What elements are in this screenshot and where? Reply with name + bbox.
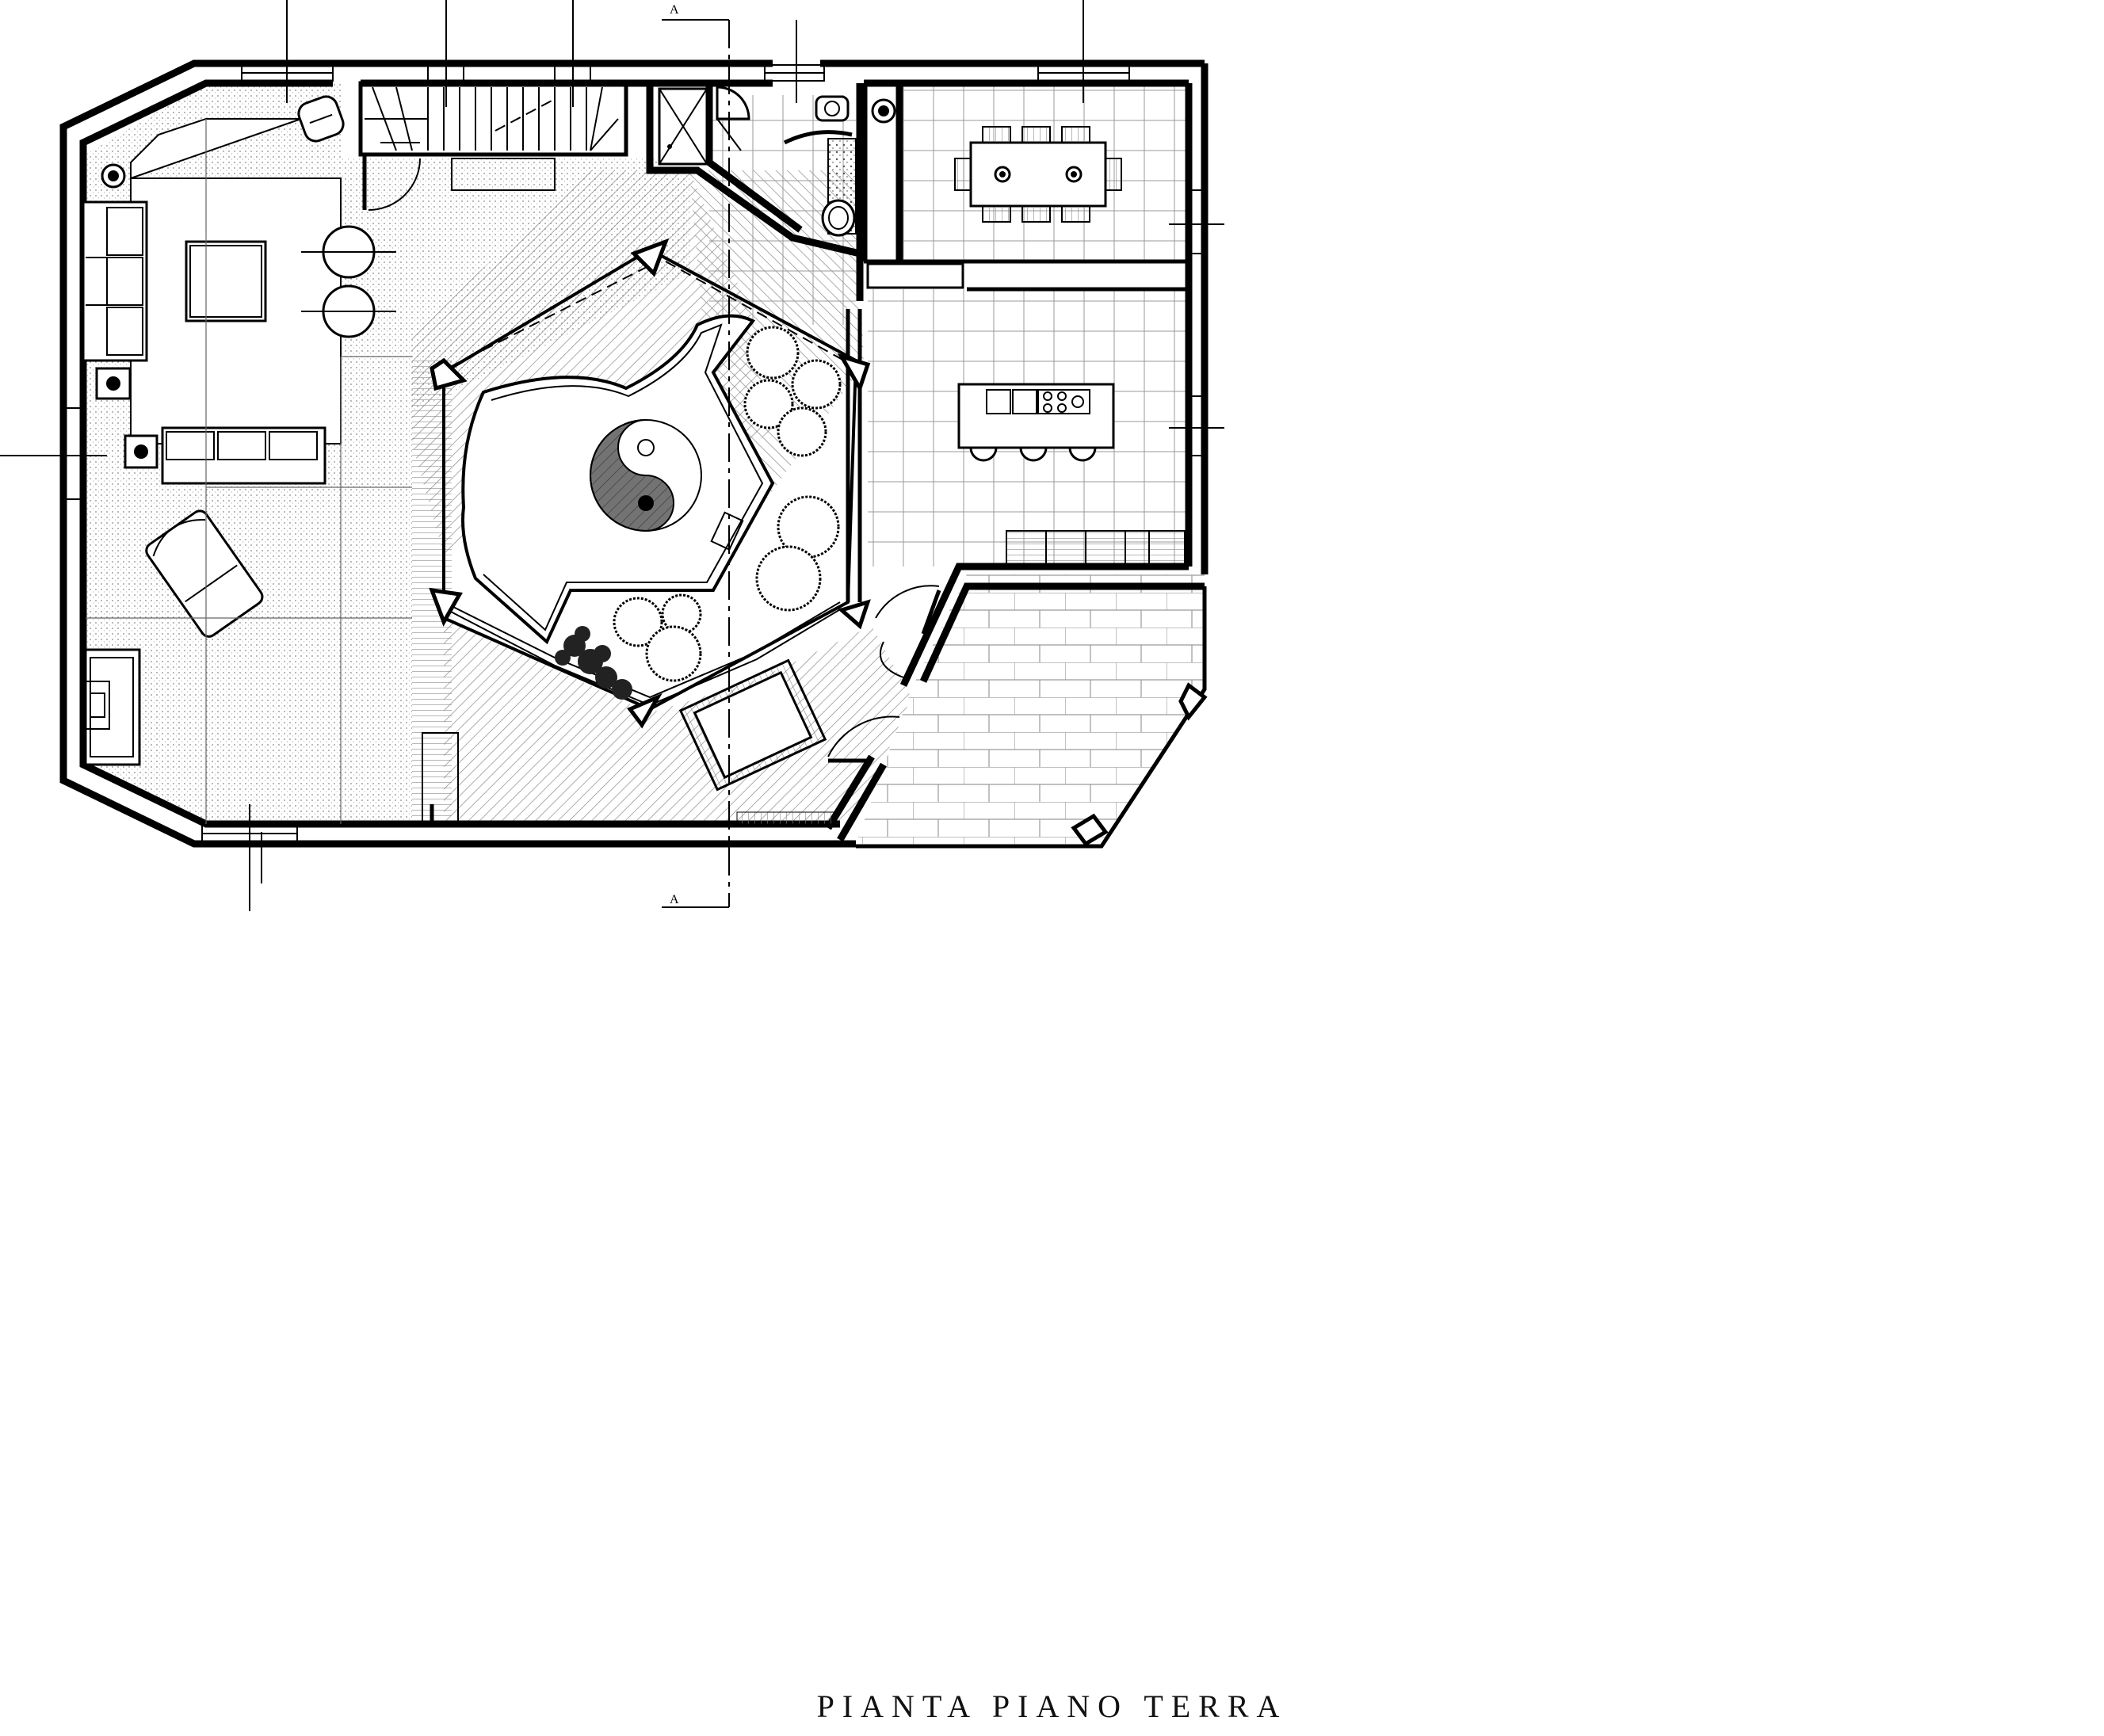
lamp-icon [106, 376, 120, 391]
pillar-icon [837, 599, 871, 630]
storage-cabinet [422, 732, 459, 825]
cooktop-icon [1037, 389, 1090, 414]
side-table-1 [95, 367, 132, 400]
trees-right [743, 326, 842, 612]
kitchen-counter [1006, 530, 1186, 567]
tree-icon [743, 379, 794, 429]
courtyard [429, 238, 871, 729]
floor-seams [86, 119, 412, 824]
tree-icon [791, 359, 842, 410]
door-swing-kitchen [875, 585, 940, 619]
tree-icon [755, 545, 822, 612]
section-label-top: A [670, 3, 679, 17]
pillar-icon [630, 238, 670, 277]
armchair-1 [301, 225, 396, 279]
corner-chair [297, 95, 345, 143]
trees-bottom [613, 593, 702, 682]
chaise-lounge [145, 509, 264, 638]
door-swing-terrace [827, 715, 900, 757]
pillar-icon [837, 353, 871, 394]
section-line: A A [662, 3, 730, 908]
sink-icon [986, 389, 1011, 414]
tree-icon [777, 495, 840, 559]
bathroom-fixtures [658, 86, 857, 237]
dining-furniture [871, 98, 1122, 223]
armchair-2 [301, 284, 396, 338]
sofa-bottom [161, 426, 326, 485]
pond-bench [710, 511, 744, 551]
fireplace [84, 648, 141, 766]
kitchen-furniture [957, 383, 1186, 567]
shrub-cluster [555, 626, 632, 700]
terrace-floor [856, 574, 1205, 844]
door-swing-living [368, 158, 421, 211]
pillar-icon [429, 587, 463, 627]
window-left-living [64, 407, 82, 500]
corridor-floor-bottom [444, 618, 911, 824]
staircase [358, 81, 628, 191]
pillar-icon [627, 692, 663, 729]
shower-door-icon [716, 86, 750, 120]
window-right-kitchen [1189, 395, 1204, 456]
coffee-table [185, 240, 267, 322]
tree-icon [777, 406, 827, 457]
pillar-icon [430, 357, 468, 391]
yin-yang-icon [590, 419, 702, 532]
window-right-dining [1189, 189, 1204, 254]
tree-icon [613, 597, 663, 647]
washbasin [821, 199, 856, 237]
dimension-leaders [0, 0, 1224, 911]
pillar-icon [1178, 682, 1208, 721]
tree-icon [746, 326, 800, 380]
drawing-title: PIANTA PIANO TERRA [816, 1688, 1288, 1724]
bath-vanity-curve [783, 130, 853, 145]
sofa-left [82, 200, 148, 362]
section-label-bottom: A [670, 893, 679, 906]
lamp-icon [134, 444, 148, 459]
toilet [815, 95, 850, 122]
entry-area [368, 118, 941, 825]
tree-icon [645, 625, 702, 682]
kitchen-counter-divider [866, 262, 964, 289]
bar-stools [969, 446, 1097, 462]
dining-chairs [954, 126, 1122, 223]
dining-table [969, 141, 1107, 208]
pillar-icon [1071, 813, 1109, 847]
entry-step [736, 811, 837, 825]
door-swing-hall [880, 641, 904, 678]
living-room-furniture [82, 95, 459, 825]
